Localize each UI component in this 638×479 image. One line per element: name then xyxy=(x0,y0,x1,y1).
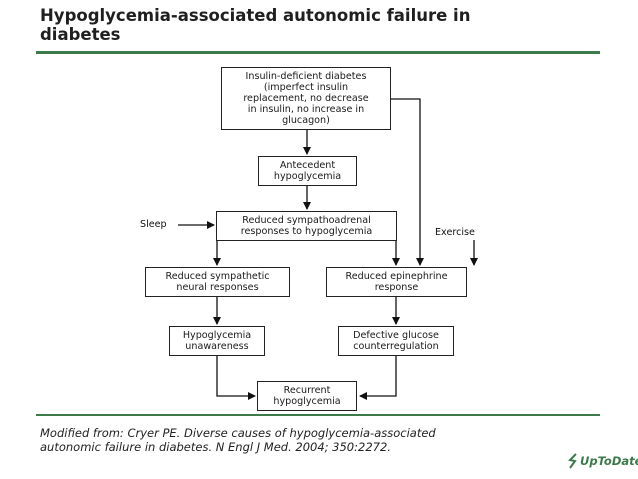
box-recurrent-hypoglycemia: Recurrent hypoglycemia xyxy=(257,381,357,411)
box-reduced-sympathetic: Reduced sympathetic neural responses xyxy=(145,267,290,297)
logo-mark-icon xyxy=(568,453,577,469)
label-exercise: Exercise xyxy=(435,227,475,238)
page-title: Hypoglycemia-associated autonomic failur… xyxy=(40,6,471,44)
arrow-insulin-to-epinephrine xyxy=(391,98,424,266)
box-hypoglycemia-unawareness: Hypoglycemia unawareness xyxy=(169,326,265,356)
box-reduced-epinephrine: Reduced epinephrine response xyxy=(326,267,467,297)
footer-divider xyxy=(36,414,600,416)
box-insulin-deficient-diabetes: Insulin-deficient diabetes (imperfect in… xyxy=(221,67,391,130)
citation: Modified from: Cryer PE. Diverse causes … xyxy=(40,426,436,454)
box-reduced-sympathoadrenal: Reduced sympathoadrenal responses to hyp… xyxy=(216,211,397,241)
box-defective-glucose-counterregulation: Defective glucose counterregulation xyxy=(338,326,454,356)
header-divider xyxy=(36,51,600,54)
arrow-unawareness-to-recurrent xyxy=(216,356,256,400)
box-antecedent-hypoglycemia: Antecedent hypoglycemia xyxy=(258,156,357,186)
label-sleep: Sleep xyxy=(140,219,167,230)
logo-text: UpToDate xyxy=(580,454,638,468)
uptodate-logo: UpToDate xyxy=(568,453,638,469)
arrow-defective-to-recurrent xyxy=(359,356,397,400)
